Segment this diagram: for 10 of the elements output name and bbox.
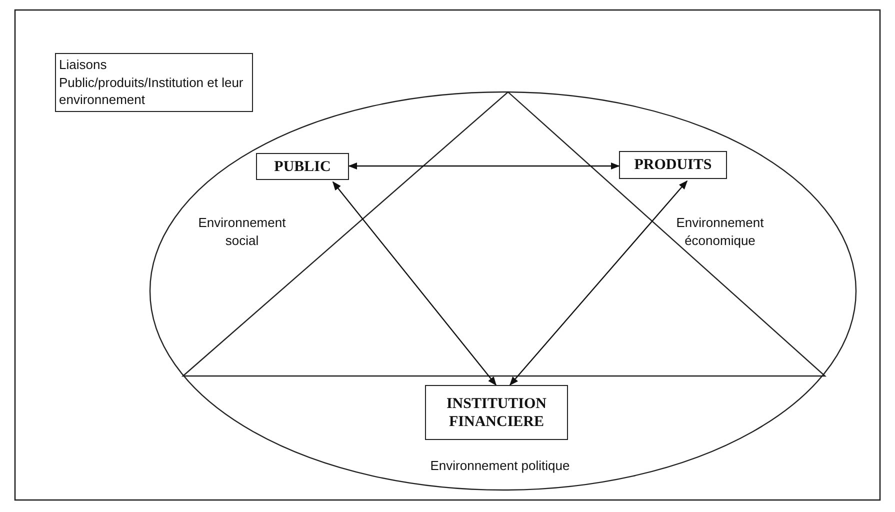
arrow xyxy=(332,181,497,386)
title-text: Liaisons Public/produits/Institution et leur environnement xyxy=(55,53,253,112)
region-label: Environnement économique xyxy=(675,214,765,250)
region-label: Environnement politique xyxy=(429,457,571,475)
arrow xyxy=(348,162,620,170)
label-box: PUBLIC xyxy=(256,153,349,180)
label-box: INSTITUTION FINANCIERE xyxy=(425,385,568,440)
region-label: Environnement social xyxy=(197,214,287,250)
label-box: PRODUITS xyxy=(619,151,727,179)
arrow xyxy=(509,180,688,386)
